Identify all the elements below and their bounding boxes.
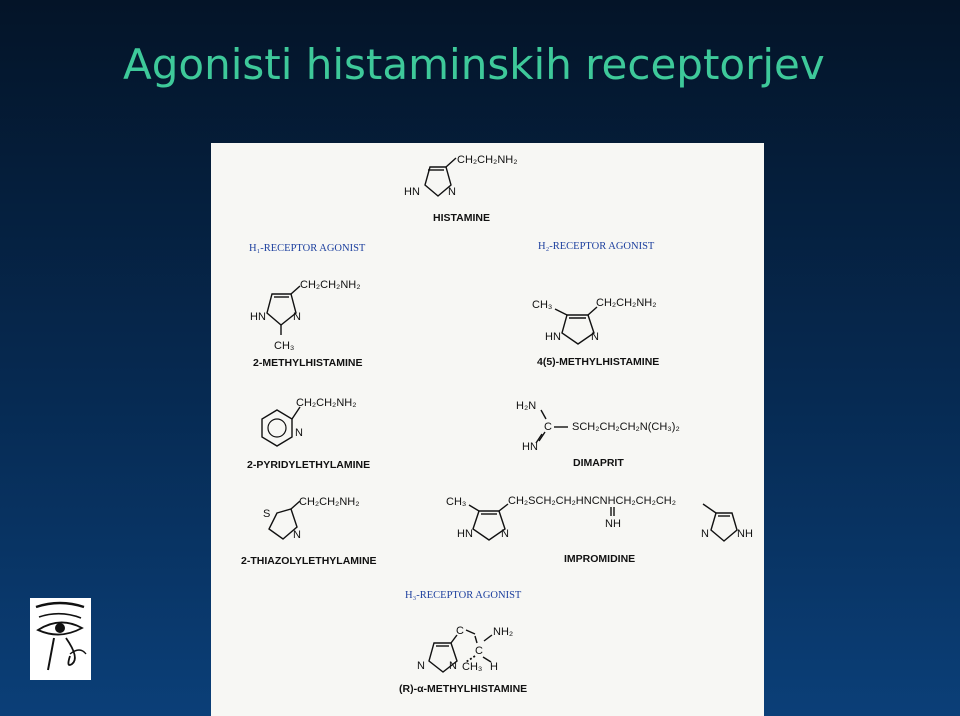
histamine-hn: HN — [404, 186, 420, 198]
dimaprit-label: DIMAPRIT — [573, 457, 624, 469]
impromidine-hn: HN — [457, 528, 473, 540]
methylhistamine-2-hn: HN — [250, 311, 266, 323]
pyridylethylamine-label: 2-PYRIDYLETHYLAMINE — [247, 459, 370, 471]
methylhistamine-45-ch3: CH₃ — [532, 299, 552, 311]
h3-agonist-header: H₃-RECEPTOR AGONIST — [405, 590, 522, 601]
eye-of-horus-icon — [35, 601, 87, 671]
dimaprit-hn: HN — [522, 441, 538, 453]
impromidine-structure: CH₃ CH₂SCH₂CH₂HNCNHCH₂CH₂CH₂ HN N NH N N… — [446, 495, 753, 565]
dimaprit-structure: H₂N C SCH₂CH₂CH₂N(CH₃)₂ HN DIMAPRIT — [516, 400, 680, 469]
thiazolylethylamine-structure: CH₂CH₂NH₂ S N 2-THIAZOLYLETHYLAMINE — [241, 496, 377, 567]
methylhistamine-2-ch3: CH₃ — [274, 340, 294, 352]
histamine-n: N — [448, 186, 456, 198]
thiazolyl-s: S — [263, 508, 270, 520]
structures-drawing: CH₂CH₂NH₂ HN N HISTAMINE H₁-RECEPTOR AGO… — [241, 154, 753, 695]
pyridylethylamine-structure: CH₂CH₂NH₂ N 2-PYRIDYLETHYLAMINE — [247, 397, 370, 471]
thiazolylethylamine-label: 2-THIAZOLYLETHYLAMINE — [241, 555, 377, 567]
methylhistamine-2-side-chain: CH₂CH₂NH₂ — [300, 279, 360, 291]
r-methylhistamine-structure: C C NH₂ CH₃ H N N (R)-α-METHYLHISTAMINE — [399, 625, 527, 695]
impromidine-ring-nh: NH — [737, 528, 753, 540]
methylhistamine-2-n: N — [293, 311, 301, 323]
methylhistamine-45-n: N — [591, 331, 599, 343]
dimaprit-h2n: H₂N — [516, 400, 536, 412]
methylhistamine-45-side-chain: CH₂CH₂NH₂ — [596, 297, 656, 309]
thiazolyl-n: N — [293, 529, 301, 541]
slide-title: Agonisti histaminskih receptorjev — [123, 40, 825, 89]
impromidine-n: N — [501, 528, 509, 540]
h2-agonist-header: H₂-RECEPTOR AGONIST — [538, 241, 655, 252]
histamine-structure: CH₂CH₂NH₂ HN N HISTAMINE — [404, 154, 517, 224]
impromidine-ch3: CH₃ — [446, 496, 466, 508]
r-methylhistamine-n-left: N — [417, 660, 425, 672]
histamine-side-chain: CH₂CH₂NH₂ — [457, 154, 517, 166]
methylhistamine-2-label: 2-METHYLHISTAMINE — [253, 357, 362, 369]
r-methylhistamine-h: H — [490, 661, 498, 673]
dimaprit-c: C — [544, 421, 552, 433]
h1-agonist-header: H₁-RECEPTOR AGONIST — [249, 243, 366, 254]
r-methylhistamine-label: (R)-α-METHYLHISTAMINE — [399, 683, 527, 695]
impromidine-ring-n: N — [701, 528, 709, 540]
methylhistamine-45-label: 4(5)-METHYLHISTAMINE — [537, 356, 659, 368]
logo — [30, 598, 91, 680]
r-methylhistamine-nh2: NH₂ — [493, 626, 513, 638]
histamine-label: HISTAMINE — [433, 212, 490, 224]
structures-figure: CH₂CH₂NH₂ HN N HISTAMINE H₁-RECEPTOR AGO… — [211, 143, 764, 716]
r-methylhistamine-n-right: N — [449, 660, 457, 672]
r-methylhistamine-c2: C — [475, 645, 483, 657]
r-methylhistamine-ch3: CH₃ — [462, 661, 482, 673]
methylhistamine-45-hn: HN — [545, 331, 561, 343]
thiazolyl-side-chain: CH₂CH₂NH₂ — [299, 496, 359, 508]
pyridyl-n: N — [295, 427, 303, 439]
dimaprit-side-chain: SCH₂CH₂CH₂N(CH₃)₂ — [572, 421, 680, 433]
methylhistamine-2-structure: CH₂CH₂NH₂ HN N CH₃ 2-METHYLHISTAMINE — [250, 279, 362, 369]
methylhistamine-45-structure: CH₃ CH₂CH₂NH₂ HN N 4(5)-METHYLHISTAMINE — [532, 297, 659, 368]
impromidine-nh: NH — [605, 518, 621, 530]
pyridyl-side-chain: CH₂CH₂NH₂ — [296, 397, 356, 409]
impromidine-label: IMPROMIDINE — [564, 553, 635, 565]
r-methylhistamine-c1: C — [456, 625, 464, 637]
impromidine-chain: CH₂SCH₂CH₂HNCNHCH₂CH₂CH₂ — [508, 495, 676, 507]
